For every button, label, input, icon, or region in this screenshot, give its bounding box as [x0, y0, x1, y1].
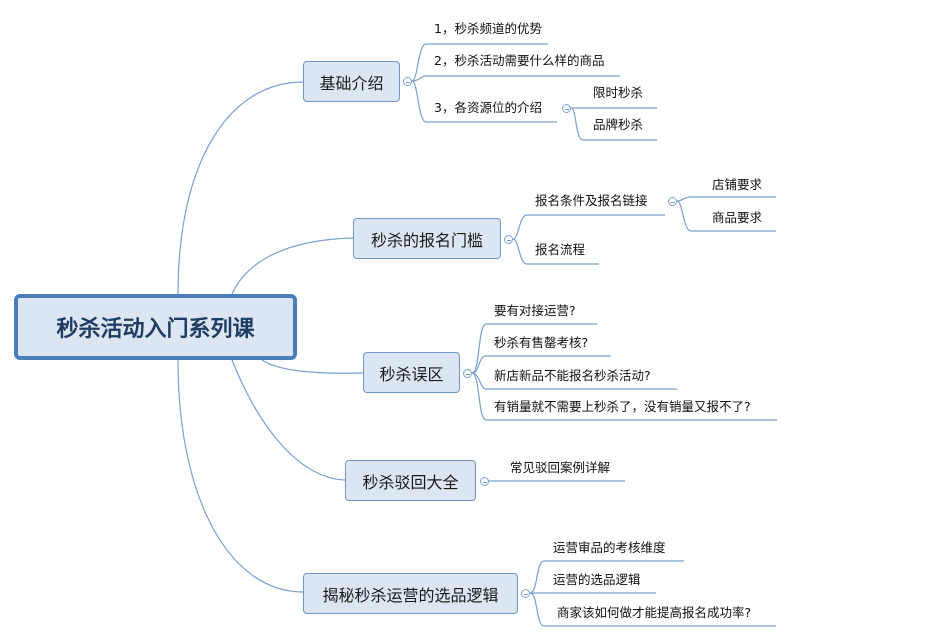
- collapse-icon[interactable]: [521, 589, 530, 598]
- topic-new-store-products[interactable]: 新店新品不能报名秒杀活动?: [494, 368, 651, 383]
- collapse-icon[interactable]: [403, 77, 412, 86]
- topic-sales-volume[interactable]: 有销量就不需要上秒杀了，没有销量又报不了?: [494, 399, 751, 414]
- topic-channel-advantages[interactable]: 1，秒杀频道的优势: [434, 21, 542, 36]
- topic-signup-process[interactable]: 报名流程: [535, 242, 586, 257]
- collapse-icon[interactable]: [480, 477, 489, 486]
- topic-store-requirements[interactable]: 店铺要求: [712, 177, 763, 192]
- collapse-icon[interactable]: [562, 104, 571, 113]
- topic-signup-conditions[interactable]: 报名条件及报名链接: [535, 193, 648, 208]
- topic-operator-logic[interactable]: 运营的选品逻辑: [553, 572, 641, 587]
- collapse-icon[interactable]: [668, 197, 677, 206]
- connector-central-basic: [177, 81, 304, 295]
- topic-review-dimensions[interactable]: 运营审品的考核维度: [553, 540, 666, 555]
- topic-flash-sale[interactable]: 限时秒杀: [593, 85, 644, 100]
- topic-product-requirements[interactable]: 商品要求: [712, 210, 763, 225]
- collapse-icon[interactable]: [463, 369, 472, 378]
- topic-brand-sale[interactable]: 品牌秒杀: [593, 117, 644, 132]
- topic-misconceptions[interactable]: 秒杀误区: [363, 352, 460, 393]
- topic-required-products[interactable]: 2，秒杀活动需要什么样的商品: [434, 53, 605, 68]
- topic-signup-threshold[interactable]: 秒杀的报名门槛: [353, 218, 501, 259]
- collapse-icon[interactable]: [504, 235, 513, 244]
- topic-sellout-assessment[interactable]: 秒杀有售罄考核?: [494, 335, 589, 350]
- connector-central-logic: [177, 359, 304, 593]
- topic-need-operator[interactable]: 要有对接运营?: [494, 303, 576, 318]
- topic-rejection-guide[interactable]: 秒杀驳回大全: [345, 460, 476, 501]
- topic-rejection-cases[interactable]: 常见驳回案例详解: [510, 460, 611, 475]
- connector-central-mistakes: [261, 359, 364, 374]
- connector-central-threshold: [231, 237, 354, 295]
- topic-basic-intro[interactable]: 基础介绍: [303, 61, 400, 102]
- topic-improve-success-rate[interactable]: 商家该如何做才能提高报名成功率?: [557, 605, 752, 620]
- topic-resource-slots[interactable]: 3，各资源位的介绍: [434, 100, 542, 115]
- connector-central-reject: [231, 359, 346, 481]
- central-topic[interactable]: 秒杀活动入门系列课: [14, 294, 297, 360]
- topic-selection-logic[interactable]: 揭秘秒杀运营的选品逻辑: [303, 573, 518, 614]
